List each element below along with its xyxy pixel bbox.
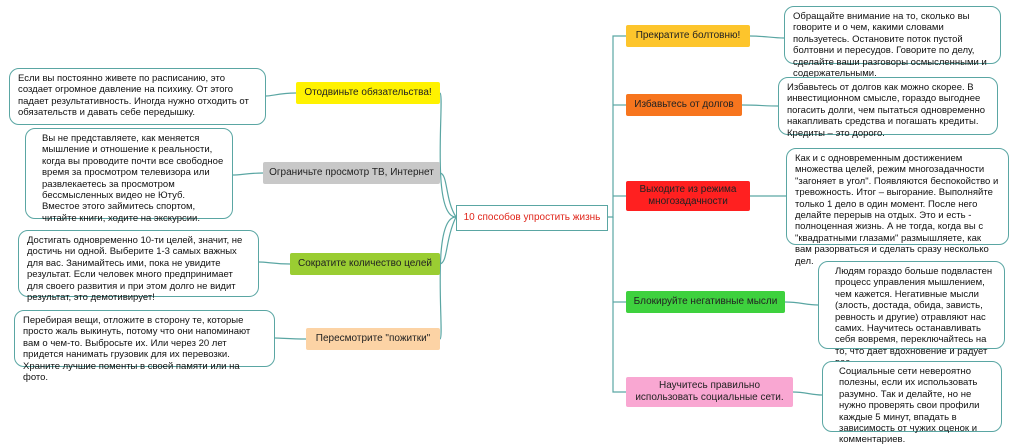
topic-get-rid-of-debts[interactable]: Избавьтесь от долгов (626, 94, 742, 116)
topic-stop-chatter[interactable]: Прекратите болтовню! (626, 25, 750, 47)
note-postpone-obligations: Если вы постоянно живете по расписанию, … (9, 68, 266, 125)
topic-reduce-goals[interactable]: Сократите количество целей (290, 253, 440, 275)
note-get-rid-of-debts: Избавьтесь от долгов как можно скорее. В… (778, 77, 998, 139)
note-limit-tv-internet: Вы не представляете, как меняется мышлен… (25, 128, 233, 224)
connector-center-left (439, 92, 457, 218)
topic-review-belongings[interactable]: Пересмотрите "пожитки" (306, 328, 440, 350)
note-review-belongings: Перебирая вещи, отложите в сторону те, к… (14, 310, 275, 383)
topic-limit-tv-internet[interactable]: Ограничьте просмотр ТВ, Интернет (263, 162, 440, 184)
topic-use-social-networks[interactable]: Научитесь правильно использовать социаль… (626, 377, 793, 407)
mind-map: 10 способов упростить жизнь Отодвиньте о… (9, 6, 1009, 445)
topic-exit-multitasking[interactable]: Выходите из режима многозадачности (626, 181, 750, 211)
central-topic[interactable]: 10 способов упростить жизнь (456, 205, 608, 231)
note-use-social-networks: Социальные сети невероятно полезны, если… (822, 361, 1002, 445)
connector-lines (232, 35, 823, 396)
connector-center-right (606, 35, 626, 218)
topic-postpone-obligations[interactable]: Отодвиньте обязательства! (296, 82, 440, 104)
topic-block-negative-thoughts[interactable]: Блокируйте негативные мысли (626, 291, 785, 313)
note-reduce-goals: Достигать одновременно 10-ти целей, знач… (18, 230, 259, 303)
note-stop-chatter: Обращайте внимание на то, сколько вы гов… (784, 6, 1001, 79)
note-exit-multitasking: Как и с одновременным достижением множес… (786, 148, 1009, 267)
note-block-negative-thoughts: Людям гораздо больше подвластен процесс … (818, 261, 1005, 368)
